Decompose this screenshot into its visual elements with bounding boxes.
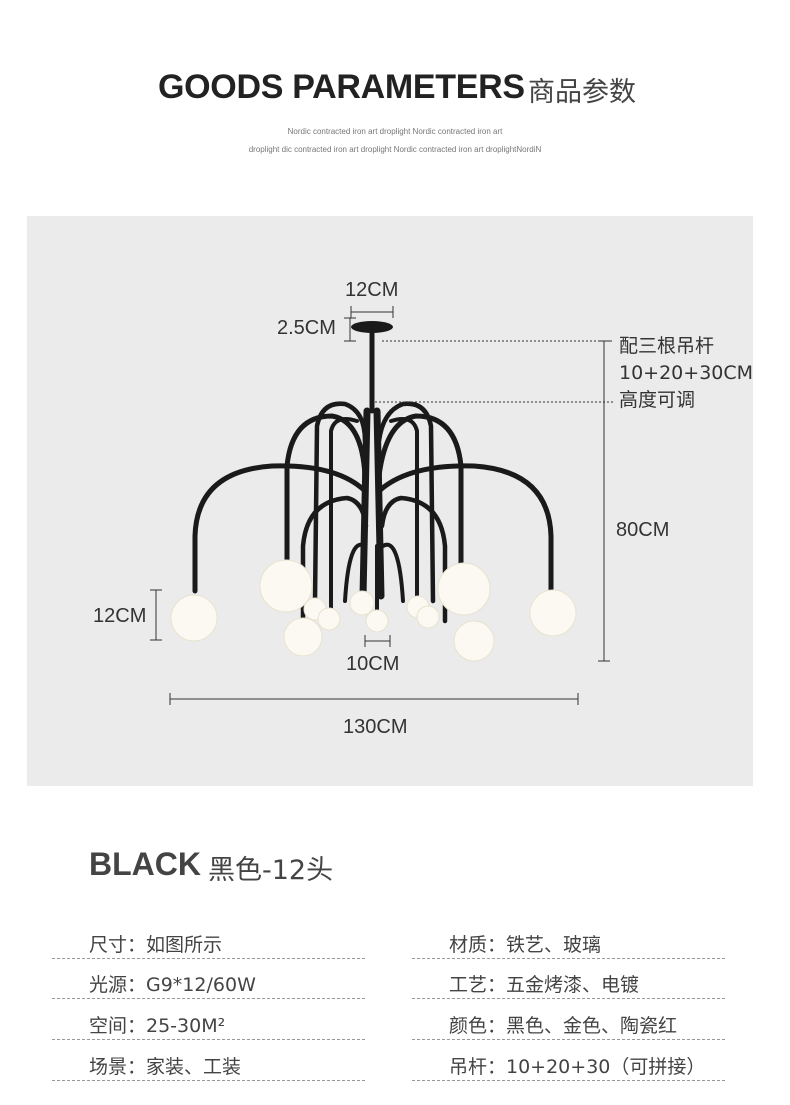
spec-row: 工艺：五金烤漆、电镀 (412, 958, 725, 999)
globe-small (349, 590, 375, 616)
spec-craft: 工艺：五金烤漆、电镀 (449, 974, 640, 996)
arm-short-right (381, 542, 405, 603)
rod-note-line3: 高度可调 (619, 389, 696, 411)
globe-large (529, 589, 577, 637)
spec-space: 空间：25-30M² (89, 1015, 226, 1037)
arm-tall-right (376, 401, 436, 604)
globe-large (437, 562, 491, 616)
globe-small (416, 605, 440, 629)
arm-outer-right (376, 463, 554, 594)
dim-canopy-width: 12CM (345, 279, 399, 301)
spec-scene: 场景：家装、工装 (89, 1056, 242, 1078)
spec-rod: 吊杆：10+20+30（可拼接） (449, 1056, 706, 1078)
arm-outer-left (192, 463, 368, 594)
spec-light-source: 光源：G9*12/60W (89, 974, 256, 996)
arm-low-left (300, 495, 369, 624)
variant-name-en: BLACK (89, 846, 201, 882)
arm-high-right (376, 413, 464, 574)
spec-material: 材质：铁艺、玻璃 (449, 934, 602, 956)
dim-large-globe: 12CM (93, 605, 147, 627)
arm-short-left (343, 542, 367, 603)
rod-note-line1: 配三根吊杆 (619, 335, 715, 357)
canopy (351, 321, 393, 333)
globe-large (453, 620, 495, 662)
product-diagram: 12CM 2.5CM 配三根吊杆 10+20+30CM 高度可调 80CM 12… (27, 216, 753, 786)
arm-tall-left (312, 401, 368, 604)
dim-small-globe: 10CM (346, 653, 400, 675)
header-title-en: GOODS PARAMETERS (158, 68, 525, 106)
spec-color: 颜色：黑色、金色、陶瓷红 (449, 1015, 678, 1037)
spec-row: 场景：家装、工装 (52, 1040, 365, 1081)
arm-low-right (379, 495, 448, 624)
header-title-cn: 商品参数 (528, 77, 636, 108)
globe-large (259, 559, 313, 613)
globe-small (317, 607, 341, 631)
spec-row: 空间：25-30M² (52, 999, 365, 1040)
arm-tall-right-2 (389, 417, 419, 613)
spec-row: 吊杆：10+20+30（可拼接） (412, 1040, 725, 1081)
spec-row: 光源：G9*12/60W (52, 958, 365, 999)
dim-canopy-height: 2.5CM (277, 317, 336, 339)
arm-high-left (284, 413, 368, 574)
chandelier-drawing (150, 306, 613, 705)
globe-small (365, 609, 389, 633)
spec-row: 材质：铁艺、玻璃 (412, 918, 725, 959)
page-header: GOODS PARAMETERS 商品参数 (0, 62, 790, 112)
globe-large (283, 617, 323, 657)
header-subtitle-line1: Nordic contracted iron art droplight Nor… (287, 127, 503, 136)
header-subtitle-line2: droplight dic contracted iron art dropli… (248, 145, 542, 154)
dim-total-width: 130CM (343, 716, 408, 738)
spec-size: 尺寸：如图所示 (89, 934, 223, 956)
arm-tall-left-2 (329, 417, 359, 613)
variant-name-cn: 黑色-12头 (208, 855, 334, 886)
globe-large (170, 594, 218, 642)
spec-row: 尺寸：如图所示 (52, 918, 365, 959)
dim-height: 80CM (616, 519, 670, 541)
rod-note-line2: 10+20+30CM (619, 362, 754, 384)
spec-row: 颜色：黑色、金色、陶瓷红 (412, 999, 725, 1040)
